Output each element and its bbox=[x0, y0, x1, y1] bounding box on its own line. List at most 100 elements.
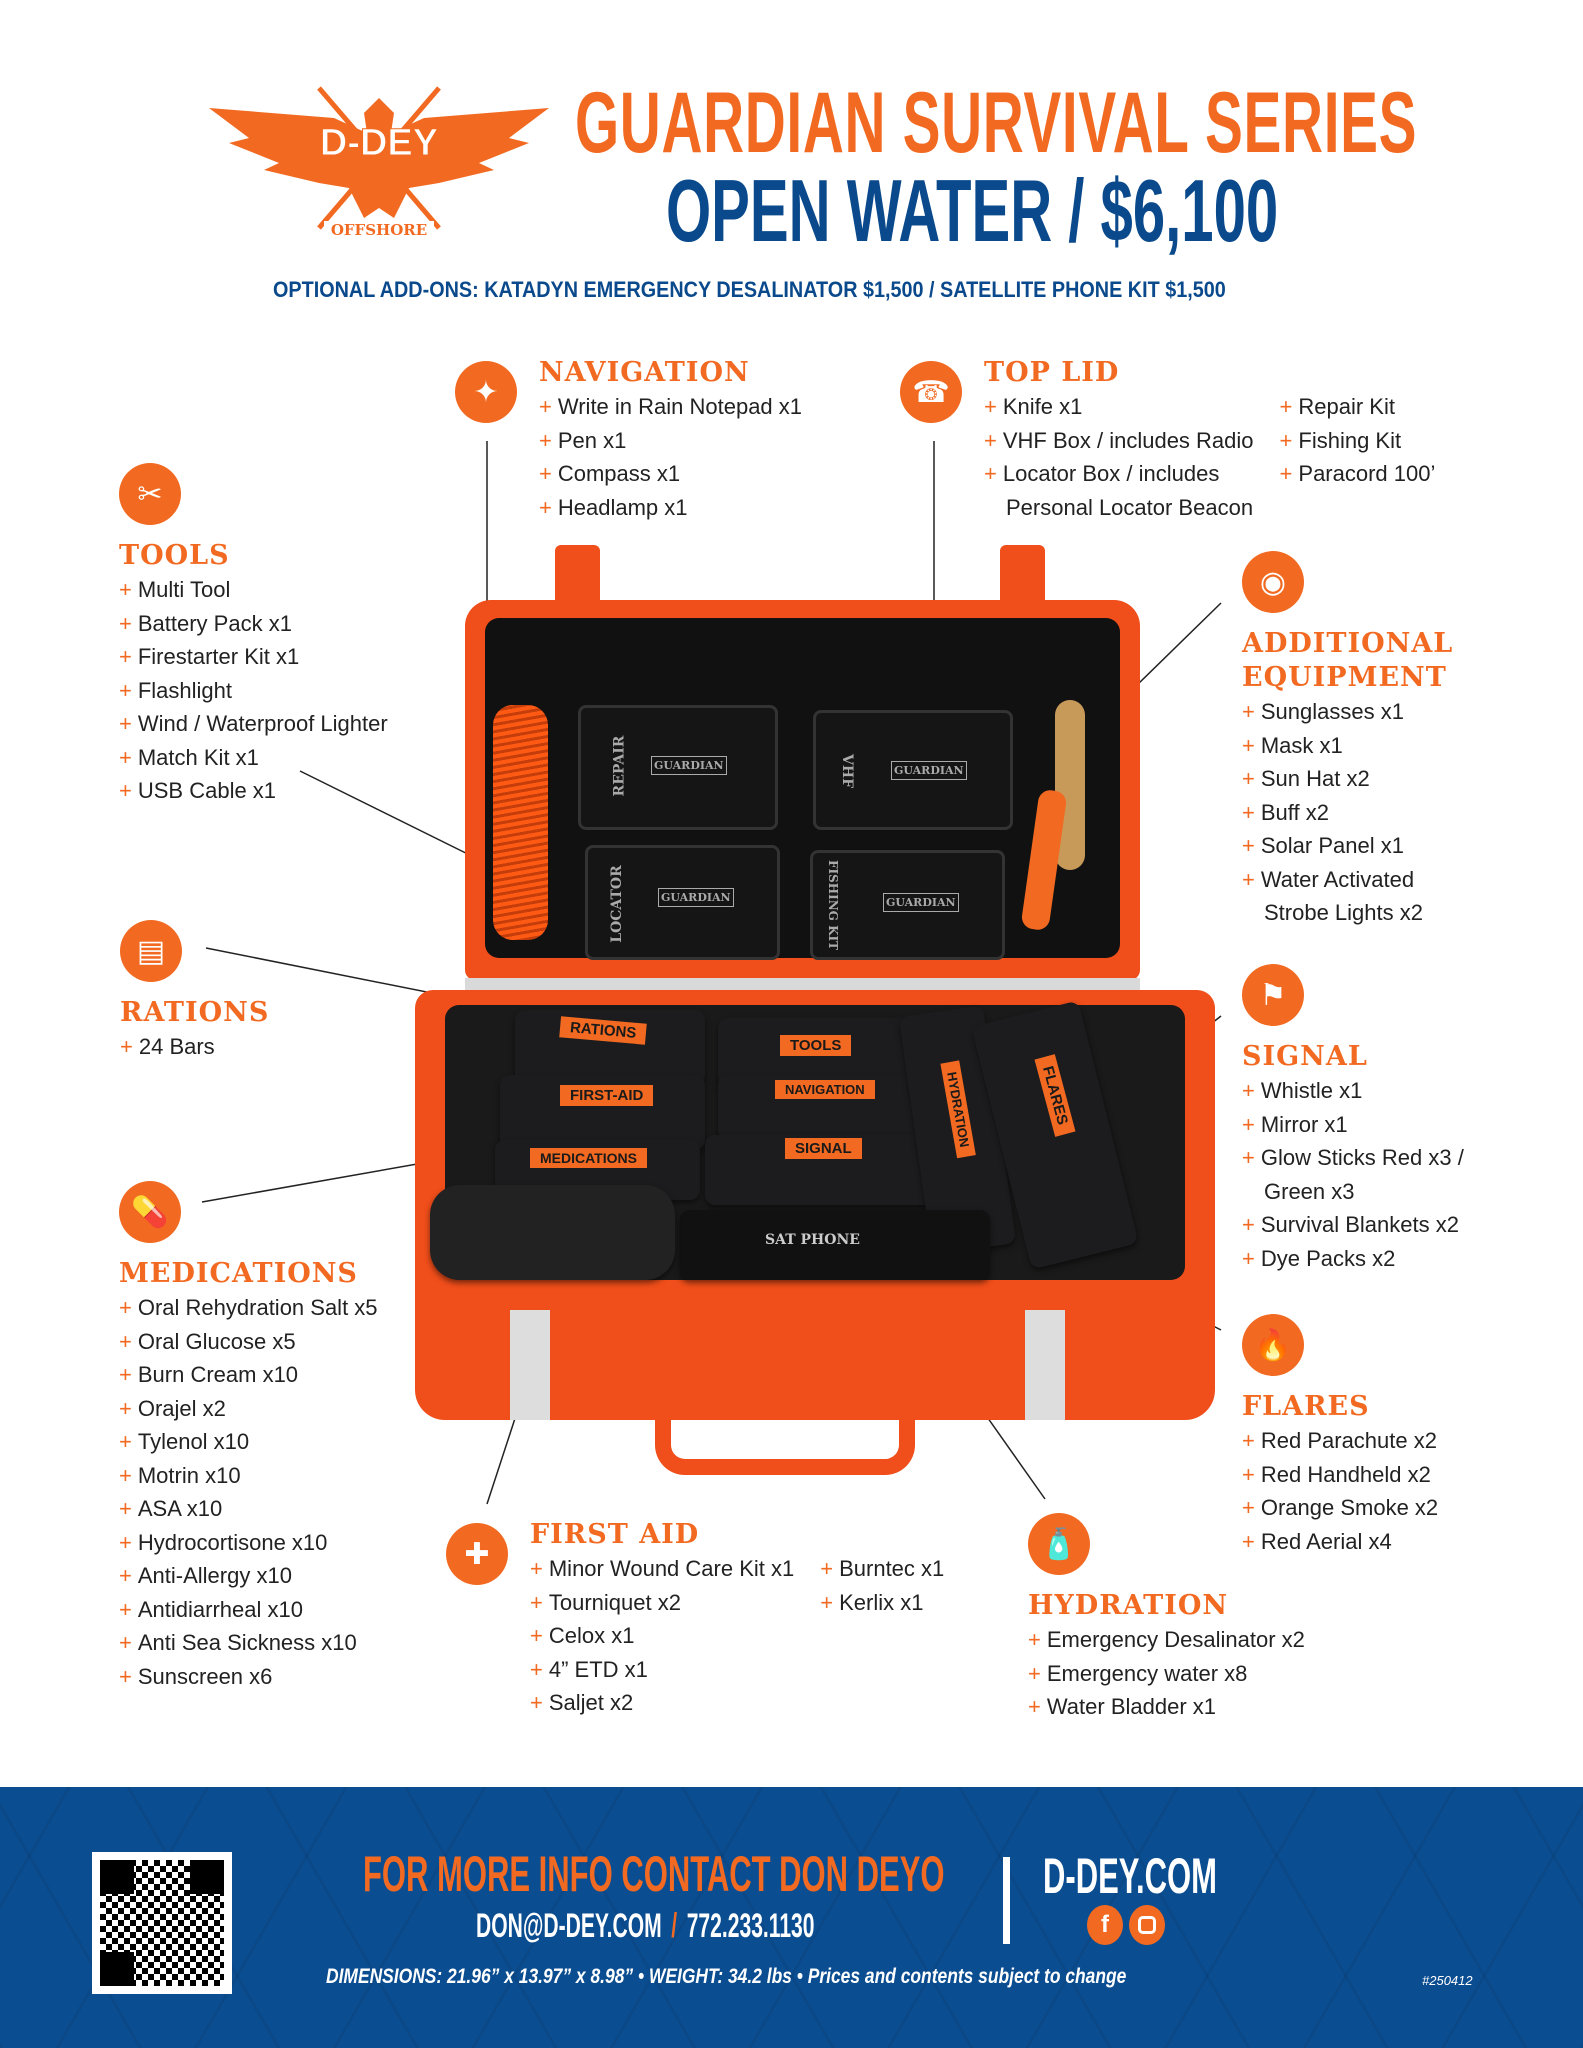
item-text: Antidiarrheal x10 bbox=[137, 1596, 303, 1622]
plus-icon: + bbox=[984, 461, 997, 486]
plus-icon: + bbox=[530, 1589, 543, 1615]
item-text: Personal Locator Beacon bbox=[1006, 494, 1254, 520]
plus-icon: + bbox=[119, 1429, 132, 1454]
phone-link[interactable]: 772.233.1130 bbox=[686, 1907, 815, 1945]
list-item: +Orajel x2 bbox=[119, 1392, 378, 1426]
plus-icon: + bbox=[539, 461, 552, 486]
qr-code[interactable] bbox=[92, 1852, 232, 1994]
plus-icon: + bbox=[1242, 732, 1255, 758]
list-item: +24 Bars bbox=[120, 1030, 215, 1064]
list-item: +Paracord 100’ bbox=[1280, 457, 1436, 491]
list-item: +Knife x1 bbox=[984, 390, 1254, 424]
plus-icon: + bbox=[1279, 427, 1293, 453]
item-text: Hydrocortisone x10 bbox=[137, 1529, 328, 1555]
item-text: Water Activated bbox=[1260, 866, 1415, 892]
plus-icon: + bbox=[119, 1362, 132, 1387]
item-text: Battery Pack x1 bbox=[137, 610, 292, 636]
plus-icon: + bbox=[530, 1556, 543, 1581]
item-text: Write in Rain Notepad x1 bbox=[557, 394, 803, 419]
list-item: +Water Activated bbox=[1242, 863, 1423, 897]
list-item: +Mirror x1 bbox=[1242, 1108, 1464, 1142]
item-text: Minor Wound Care Kit x1 bbox=[548, 1556, 795, 1581]
list-item: +Fishing Kit bbox=[1280, 424, 1436, 458]
plus-icon: + bbox=[1242, 1145, 1255, 1170]
plus-icon: + bbox=[530, 1656, 543, 1682]
website-link[interactable]: D-DEY.COM bbox=[1043, 1848, 1217, 1904]
list-item: +Burntec x1 bbox=[820, 1552, 944, 1586]
plus-icon: + bbox=[119, 610, 132, 636]
list-item: +Flashlight bbox=[119, 674, 388, 708]
plus-icon: + bbox=[119, 1295, 132, 1320]
pouch-label-medications: MEDICATIONS bbox=[530, 1148, 647, 1168]
plus-icon: + bbox=[119, 1496, 132, 1521]
item-text: Oral Rehydration Salt x5 bbox=[137, 1295, 378, 1320]
plus-icon: + bbox=[119, 1529, 132, 1555]
plus-icon: + bbox=[1242, 699, 1255, 724]
plus-icon: + bbox=[119, 778, 132, 803]
plus-icon: + bbox=[1242, 1528, 1255, 1554]
item-text: Orajel x2 bbox=[137, 1395, 226, 1421]
item-text: Strobe Lights x2 bbox=[1264, 900, 1423, 925]
item-text: Sunglasses x1 bbox=[1260, 699, 1404, 724]
item-text: Burn Cream x10 bbox=[137, 1362, 299, 1387]
d-dey-logo: D-DEY OFFSHORE bbox=[209, 78, 549, 243]
logo-brand-text: D-DEY bbox=[319, 122, 439, 165]
item-text: Flashlight bbox=[137, 677, 233, 703]
section-title: TOP LID bbox=[984, 357, 1120, 388]
item-text: Headlamp x1 bbox=[557, 494, 688, 520]
plus-icon: + bbox=[820, 1589, 834, 1615]
section-title: NAVIGATION bbox=[539, 357, 750, 388]
item-text: Wind / Waterproof Lighter bbox=[137, 711, 388, 736]
eagle-icon bbox=[209, 86, 549, 230]
plus-icon: + bbox=[1242, 1428, 1255, 1453]
divider bbox=[1003, 1857, 1010, 1944]
email-link[interactable]: DON@D-DEY.COM bbox=[476, 1907, 662, 1945]
list-item: +4” ETD x1 bbox=[530, 1653, 794, 1687]
plus-icon: + bbox=[119, 644, 132, 669]
item-text: Green x3 bbox=[1264, 1178, 1355, 1204]
plus-icon: + bbox=[1242, 1461, 1255, 1487]
list-item: +Buff x2 bbox=[1242, 796, 1423, 830]
fire-icon: 🔥 bbox=[1242, 1314, 1304, 1376]
separator: / bbox=[671, 1907, 678, 1945]
plus-icon: + bbox=[1242, 1212, 1255, 1237]
pouch-label-first-aid: FIRST-AID bbox=[560, 1085, 654, 1106]
plus-icon: + bbox=[1028, 1694, 1041, 1719]
list-item: +Write in Rain Notepad x1 bbox=[539, 390, 802, 424]
plus-icon: + bbox=[119, 711, 132, 736]
plus-icon: + bbox=[1242, 766, 1255, 791]
specs-disclaimer: DIMENSIONS: 21.96” x 13.97” x 8.98” • WE… bbox=[326, 1965, 1127, 1988]
plus-icon: + bbox=[119, 1663, 132, 1689]
instagram-icon[interactable] bbox=[1129, 1905, 1165, 1945]
list-item: +Pen x1 bbox=[539, 424, 802, 458]
item-text: 24 Bars bbox=[138, 1034, 215, 1059]
list-item: +Match Kit x1 bbox=[119, 741, 388, 775]
list-item: +Tylenol x10 bbox=[119, 1425, 378, 1459]
plus-icon: + bbox=[119, 677, 132, 703]
plus-icon: + bbox=[1242, 1245, 1255, 1271]
item-text: Mask x1 bbox=[1260, 732, 1343, 758]
list-item: +VHF Box / includes Radio bbox=[984, 424, 1254, 458]
list-item: +Antidiarrheal x10 bbox=[119, 1593, 378, 1627]
logo-sub-text: OFFSHORE bbox=[324, 221, 434, 239]
item-text: Solar Panel x1 bbox=[1260, 833, 1404, 858]
item-text: Emergency water x8 bbox=[1046, 1660, 1248, 1686]
facebook-icon[interactable]: f bbox=[1087, 1905, 1123, 1945]
section-title: RATIONS bbox=[120, 997, 270, 1028]
item-text: Sunscreen x6 bbox=[137, 1663, 273, 1689]
list-item: +Multi Tool bbox=[119, 573, 388, 607]
list-item: +Orange Smoke x2 bbox=[1242, 1491, 1438, 1525]
item-text: Tourniquet x2 bbox=[548, 1589, 681, 1615]
list-item: +Sunglasses x1 bbox=[1242, 695, 1423, 729]
plus-icon: + bbox=[539, 394, 552, 419]
item-text: Knife x1 bbox=[1002, 394, 1083, 419]
signal-icon: ⚑ bbox=[1242, 964, 1304, 1026]
item-text: Anti Sea Sickness x10 bbox=[137, 1630, 357, 1655]
list-item: +Sun Hat x2 bbox=[1242, 762, 1423, 796]
tools-icon: ✂ bbox=[119, 463, 181, 525]
pouch-label-signal: SIGNAL bbox=[785, 1138, 862, 1159]
